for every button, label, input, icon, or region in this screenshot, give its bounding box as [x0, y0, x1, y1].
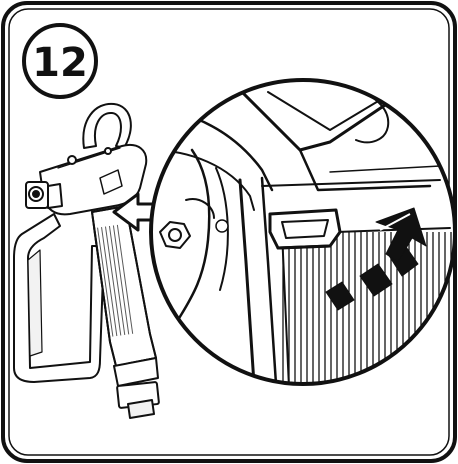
spray-gun-icon [14, 104, 159, 418]
step-number: 12 [32, 40, 88, 86]
lock-tab [270, 210, 340, 248]
step-number-badge: 12 [24, 25, 96, 97]
magnifier-circle [150, 80, 455, 410]
